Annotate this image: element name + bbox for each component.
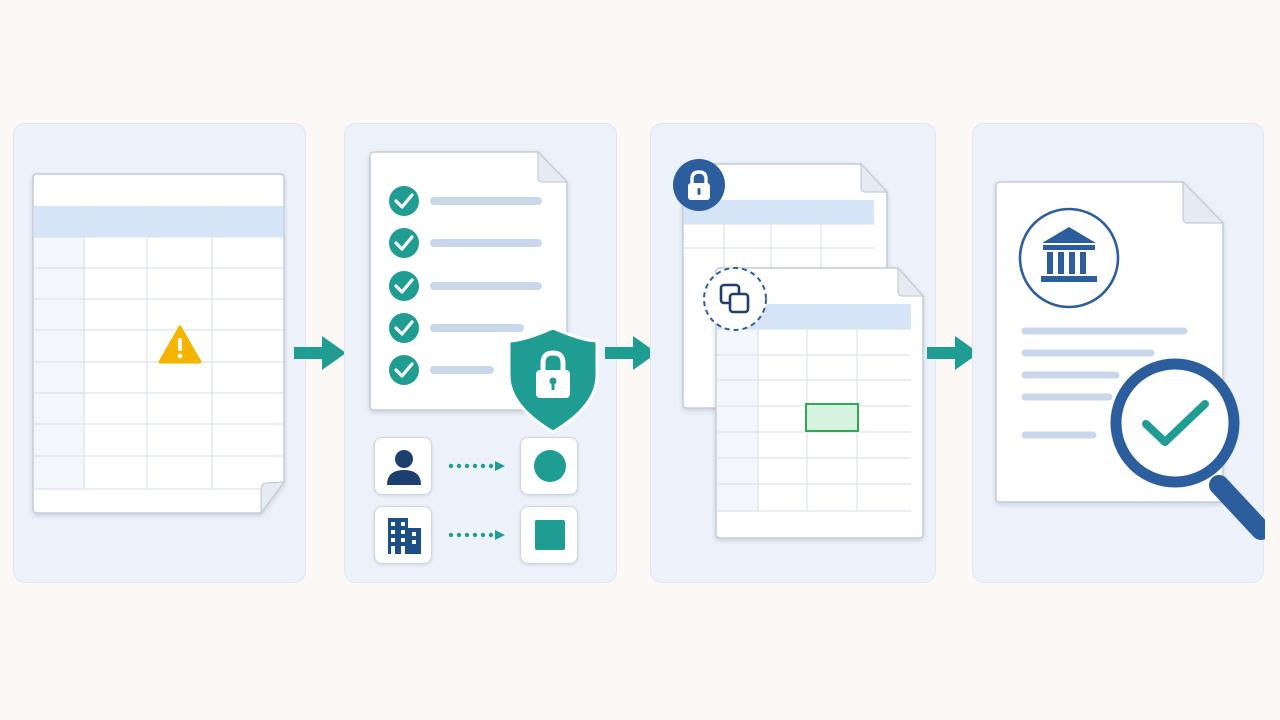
lock-badge-icon (673, 159, 725, 211)
stage-panel-1 (13, 123, 306, 583)
bank-icon (1018, 207, 1120, 309)
dotted-arrow-person (448, 461, 505, 471)
anonymized-square-tile (520, 506, 578, 564)
square-token-icon (535, 520, 565, 550)
spreadsheet-document (32, 173, 286, 515)
check-circle-icon (389, 271, 419, 301)
stage-panel-3 (650, 123, 936, 583)
person-tile (374, 437, 432, 495)
flow-arrow-3 (927, 336, 979, 370)
highlighted-cell (805, 403, 859, 432)
circle-token-icon (534, 450, 566, 482)
check-circle-icon (389, 355, 419, 385)
shield-lock-icon (507, 326, 599, 434)
duplicated-spreadsheets (682, 162, 925, 539)
anonymized-circle-tile (520, 437, 578, 495)
magnifier-check-icon (1110, 358, 1265, 540)
person-icon (387, 450, 421, 485)
duplicate-icon (703, 267, 767, 331)
building-tile (374, 506, 432, 564)
stage-panel-4 (972, 123, 1265, 583)
check-circle-icon (389, 228, 419, 258)
flow-arrow-2 (605, 336, 657, 370)
checklist-document (369, 150, 599, 434)
check-circle-icon (389, 313, 419, 343)
verified-report-document (995, 180, 1265, 540)
stage-panel-2 (344, 123, 617, 583)
check-circle-icon (389, 186, 419, 216)
dotted-arrow-building (448, 530, 505, 540)
warning-triangle-icon (158, 325, 202, 364)
flow-arrow-1 (294, 336, 346, 370)
building-icon (388, 518, 421, 554)
